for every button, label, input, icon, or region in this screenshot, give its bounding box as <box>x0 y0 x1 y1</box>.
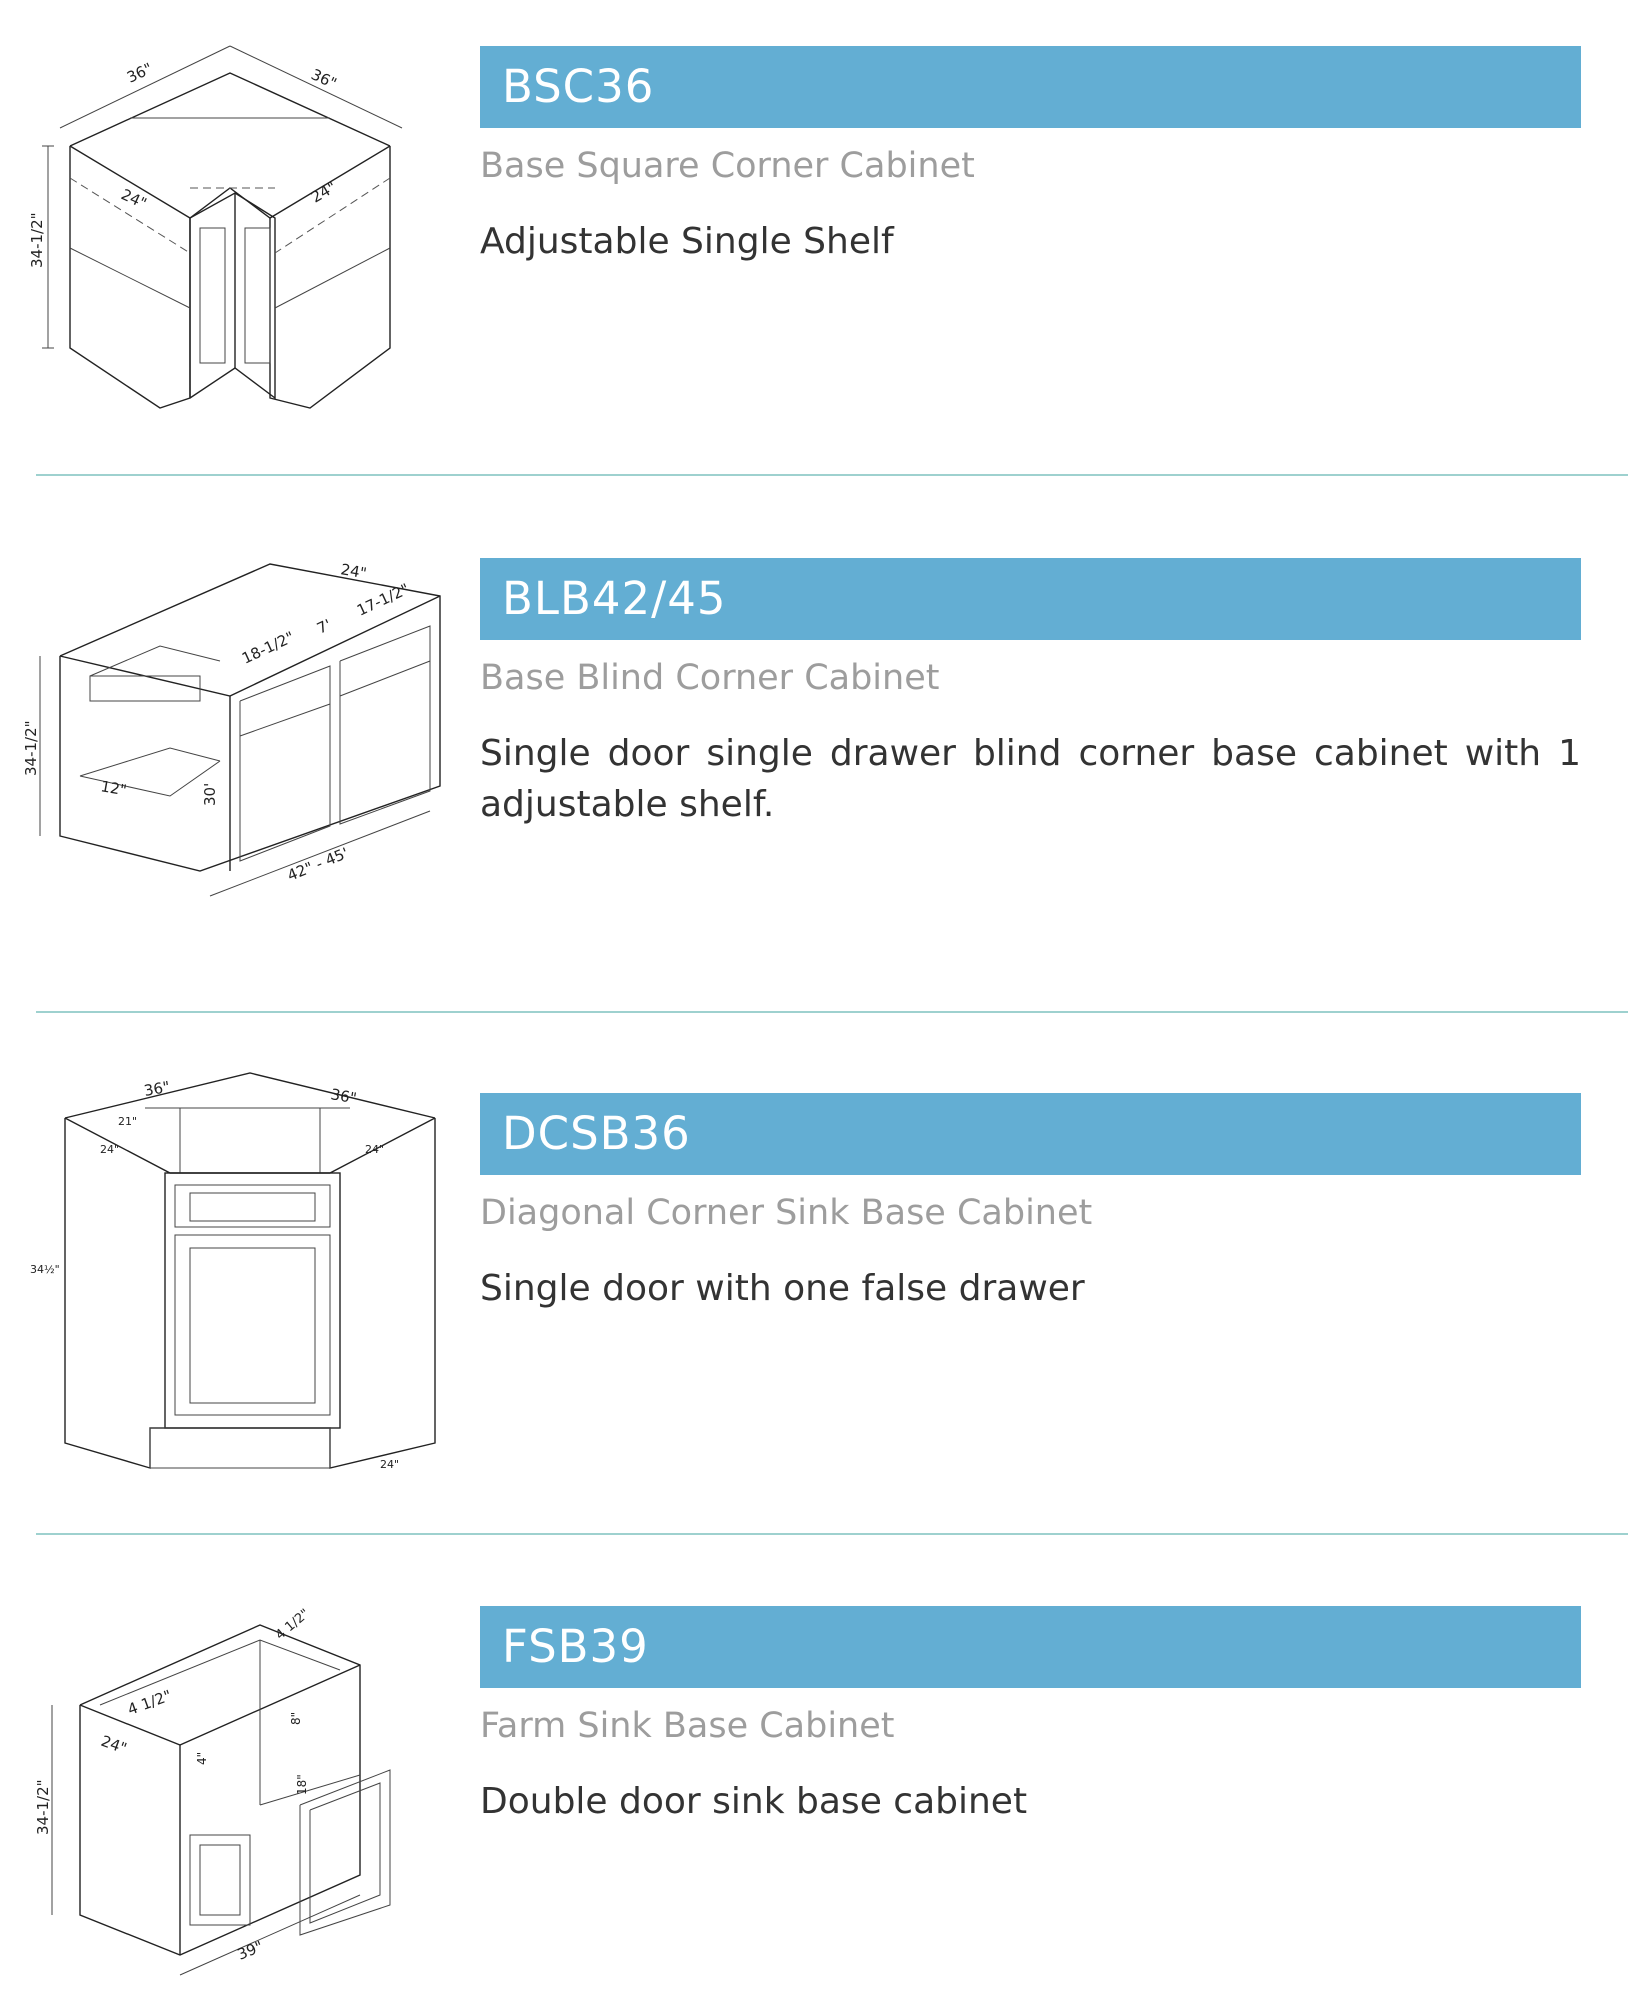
cabinet-drawing-dcsb36: 36" 36" 21" 24" 24" 34½" 24" <box>30 1072 460 1493</box>
bsc36-dim-depth-left: 24" <box>118 185 149 212</box>
blb-dim-height: 34-1/2" <box>22 720 40 776</box>
dcsb-dim-width-left: 36" <box>143 1078 172 1100</box>
cabinet-drawing-fsb39: 34-1/2" 24" 4 1/2" 4 1/2" 8" 4" 18" 39" <box>30 1605 460 1985</box>
product-section-blb42-45: 34-1/2" 24" 17-1/2" 7' 18-1/2" 12" 30' 4… <box>0 476 1647 1006</box>
blb-dim-top-width: 24" <box>339 560 368 582</box>
bsc36-dim-width-left: 36" <box>124 59 155 86</box>
blb-dim-shelf: 12" <box>99 777 128 799</box>
blb-dim-width: 42" - 45' <box>285 844 351 885</box>
blb-dim-door: 30' <box>201 783 219 806</box>
product-section-fsb39: 34-1/2" 24" 4 1/2" 4 1/2" 8" 4" 18" 39" … <box>0 1535 1647 2000</box>
product-name: Diagonal Corner Sink Base Cabinet <box>480 1193 1093 1233</box>
fsb-dim-height: 34-1/2" <box>34 1779 52 1835</box>
product-description: Adjustable Single Shelf <box>480 221 894 262</box>
bsc36-diagram: 34-1/2" 36" 36" 24" 24" <box>28 45 403 409</box>
bsc36-dim-width-right: 36" <box>308 65 339 92</box>
dcsb-dim-height: 34½" <box>30 1263 60 1276</box>
fsb-dim-apron: 8" <box>289 1712 303 1725</box>
fsb39-diagram: 34-1/2" 24" 4 1/2" 4 1/2" 8" 4" 18" 39" <box>34 1606 391 1976</box>
fsb-dim-depth: 24" <box>99 1732 130 1758</box>
product-name: Base Square Corner Cabinet <box>480 146 975 186</box>
bsc36-dim-height: 34-1/2" <box>28 212 46 268</box>
product-name: Farm Sink Base Cabinet <box>480 1706 895 1746</box>
product-code: BLB42/45 <box>480 558 1581 640</box>
section-divider <box>36 474 1628 476</box>
fsb-dim-rail: 4" <box>195 1752 209 1765</box>
product-description: Single door with one false drawer <box>480 1268 1085 1309</box>
cabinet-drawing-bsc36: 34-1/2" 36" 36" 24" 24" <box>28 28 460 428</box>
product-info-blb42-45: BLB42/45 Base Blind Corner Cabinet Singl… <box>480 558 1581 830</box>
cabinet-drawing-blb42-45: 34-1/2" 24" 17-1/2" 7' 18-1/2" 12" 30' 4… <box>22 536 460 946</box>
section-divider <box>36 1533 1628 1535</box>
blb-dim-drawer: 7' <box>314 616 334 638</box>
product-description: Single door single drawer blind corner b… <box>480 733 1581 825</box>
product-section-dcsb36: 36" 36" 21" 24" 24" 34½" 24" DCSB36 Diag… <box>0 1013 1647 1528</box>
product-name: Base Blind Corner Cabinet <box>480 658 940 698</box>
product-code: DCSB36 <box>480 1093 1581 1175</box>
dcsb-dim-depth-left: 24" <box>100 1143 119 1156</box>
product-code: BSC36 <box>480 46 1581 128</box>
dcsb-dim-side: 24" <box>380 1458 399 1471</box>
fsb-dim-stile-left: 4 1/2" <box>125 1686 174 1718</box>
fsb-dim-door: 18" <box>295 1774 309 1795</box>
fsb-dim-width: 39" <box>235 1937 266 1963</box>
product-info-dcsb36: DCSB36 Diagonal Corner Sink Base Cabinet… <box>480 1093 1581 1314</box>
bsc36-dim-depth-right: 24" <box>308 178 340 207</box>
product-info-bsc36: BSC36 Base Square Corner Cabinet Adjusta… <box>480 46 1581 267</box>
dcsb-dim-diagonal: 21" <box>118 1115 137 1128</box>
dcsb-dim-width-right: 36" <box>329 1085 358 1107</box>
product-info-fsb39: FSB39 Farm Sink Base Cabinet Double door… <box>480 1606 1581 1827</box>
product-section-bsc36: 34-1/2" 36" 36" 24" 24" BSC36 Base Squar… <box>0 0 1647 470</box>
section-divider <box>36 1011 1628 1013</box>
product-code: FSB39 <box>480 1606 1581 1688</box>
dcsb-dim-depth-right: 24" <box>365 1143 384 1156</box>
blb42-45-diagram: 34-1/2" 24" 17-1/2" 7' 18-1/2" 12" 30' 4… <box>22 560 441 897</box>
blb-dim-blind: 18-1/2" <box>239 628 297 668</box>
dcsb36-diagram: 36" 36" 21" 24" 24" 34½" 24" <box>30 1072 436 1471</box>
product-description: Double door sink base cabinet <box>480 1781 1028 1822</box>
